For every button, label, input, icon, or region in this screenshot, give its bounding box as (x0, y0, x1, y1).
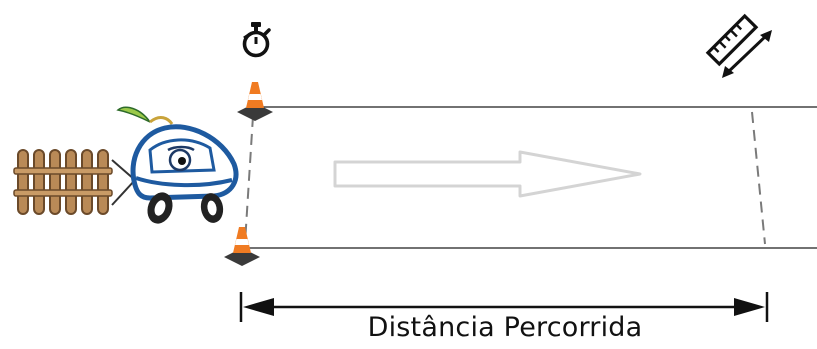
finish-dashed-line (751, 111, 766, 245)
traffic-cone-icon (237, 82, 273, 121)
distance-measure-line (239, 292, 769, 322)
wooden-cart-icon (13, 149, 136, 215)
direction-arrow (333, 150, 642, 198)
car-character-icon (116, 106, 239, 224)
distance-label: Distância Percorrida (367, 312, 643, 343)
ruler-measure-icon (705, 13, 772, 78)
start-dashed-line (244, 115, 254, 244)
stopwatch-icon (242, 22, 271, 58)
traffic-cone-icon (224, 227, 260, 266)
